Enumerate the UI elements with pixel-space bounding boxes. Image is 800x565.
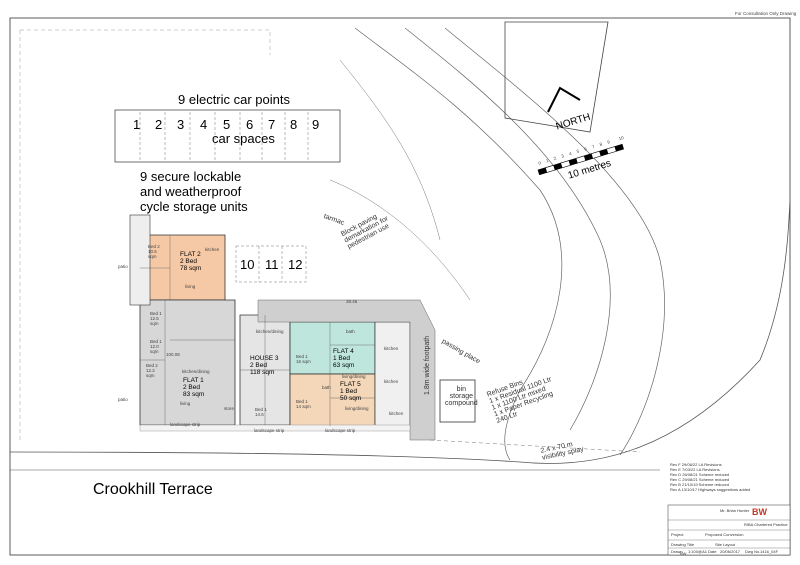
access-road-1 — [354, 27, 563, 461]
bay-number-10: 10 — [240, 257, 255, 272]
bay-number: 2 — [155, 117, 163, 132]
landscape-strip-label: landscape strip — [325, 428, 356, 433]
revision-list: Rev F 29/06/22 LA Revisions Rev E 7/03/2… — [670, 462, 750, 492]
project-value: Proposed Conversion — [705, 532, 744, 537]
revision-item: Rev A 13/10/17 Highways suggestions adde… — [670, 487, 751, 492]
room-label: kitchen — [384, 379, 399, 384]
car-spaces-label: car spaces — [212, 131, 275, 146]
paving-strip — [257, 299, 436, 441]
bay-number: 7 — [268, 117, 276, 132]
car-park-area — [114, 109, 341, 163]
site-boundary-top — [20, 29, 271, 55]
date-label: Date — [708, 549, 717, 554]
flat4-footprint — [289, 321, 376, 375]
cycle-store — [129, 214, 151, 306]
bay-number: 3 — [177, 117, 185, 132]
landscape-strip — [139, 424, 411, 432]
extra-bays — [235, 245, 307, 283]
footpath-label: 1.8m wide footpath — [424, 335, 431, 395]
room-label: store — [224, 406, 235, 411]
access-road-5 — [329, 179, 471, 301]
bay-number-11: 11 — [265, 257, 279, 272]
electric-points-label: 9 electric car points — [178, 92, 290, 107]
room-label: bath — [346, 329, 355, 334]
access-road-3 — [444, 27, 665, 456]
client-name: Mr. Brian Hunter — [720, 508, 750, 513]
bay-number: 4 — [200, 117, 208, 132]
bin-compound — [439, 379, 476, 423]
landscape-strip-label: landscape strip — [170, 422, 201, 427]
unit-flat2-label: FLAT 2 2 Bed 78 sqm — [180, 251, 202, 272]
room-label: kitchen — [384, 346, 399, 351]
unit-flat4-label: FLAT 4 1 Bed 63 sqm — [333, 348, 355, 369]
access-road-4 — [339, 59, 441, 241]
patio-label-lower: patio — [118, 397, 128, 402]
date-value: 20/06/2017 — [720, 549, 741, 554]
room-label: kitchen — [205, 247, 220, 252]
revision-item: Rev C 29/08/21 Scheme reduced — [670, 477, 730, 482]
room-partitions — [140, 235, 375, 426]
practice-logo: BW — [752, 507, 767, 517]
revision-item: Rev F 29/06/22 LA Revisions — [670, 462, 722, 467]
patio-label: patio — [118, 264, 128, 269]
visibility-splay — [429, 439, 641, 453]
road-edge-top — [9, 199, 791, 464]
bay-number: 6 — [246, 117, 254, 132]
room-label: living — [180, 401, 191, 406]
bay-number: 9 — [312, 117, 320, 132]
landscape-strip-label: landscape strip — [254, 428, 285, 433]
access-road-2 — [404, 27, 611, 431]
scale-value: 1:100@A1 — [688, 549, 707, 554]
car-bay-dividers — [139, 112, 309, 160]
header-note: For Consultation Only Drawing — [735, 11, 797, 16]
dimension-label: 39.45 — [346, 299, 358, 304]
scale-bar — [537, 143, 624, 176]
neighbour-building — [504, 21, 609, 133]
drawing-title-label: Drawing Title — [671, 542, 695, 547]
revision-item: Rev B 21/10/19 Scheme reduced — [670, 482, 729, 487]
room-label: bath — [322, 385, 331, 390]
drawing-border — [9, 17, 791, 556]
room-label: living — [185, 284, 196, 289]
room-label: kitchen — [389, 411, 404, 416]
drawn-label: Drawn — [671, 549, 683, 554]
bay-number: 8 — [290, 117, 298, 132]
bin-storage-label: bin storage compound — [445, 386, 478, 407]
dwg-label: Dwg No. — [745, 549, 761, 554]
unit-flat1-label: FLAT 1 2 Bed 83 sqm — [183, 377, 205, 398]
room-label: living/dining — [345, 406, 369, 411]
room-label: 100.08 — [166, 352, 180, 357]
room-label: living/dining — [342, 374, 366, 379]
revision-item: Rev D 26/08/21 Scheme reduced — [670, 472, 730, 477]
road-name: Crookhill Terrace — [93, 481, 213, 498]
revision-item: Rev E 7/03/22 LA Revisions — [670, 467, 720, 472]
project-label: Project — [671, 532, 684, 537]
drawing-title-value: Site Layout — [715, 542, 736, 547]
bay-number: 1 — [133, 117, 141, 132]
bay-number-12: 12 — [288, 257, 303, 272]
north-arrow — [547, 86, 581, 113]
room-label: kitchen/dining — [182, 369, 210, 374]
unit-house3-label: HOUSE 3 2 Bed 118 sqm — [250, 355, 279, 376]
room-label: kitchen/dining — [256, 329, 284, 334]
flat5-footprint — [289, 373, 376, 427]
practice-name: RIBA Chartered Practice — [744, 522, 788, 527]
unit-flat5-label: FLAT 5 1 Bed 50 sqm — [340, 381, 362, 402]
dwg-value: 1416_04F — [760, 549, 779, 554]
bay-number: 5 — [223, 117, 231, 132]
drawn-value: BW — [680, 551, 687, 556]
